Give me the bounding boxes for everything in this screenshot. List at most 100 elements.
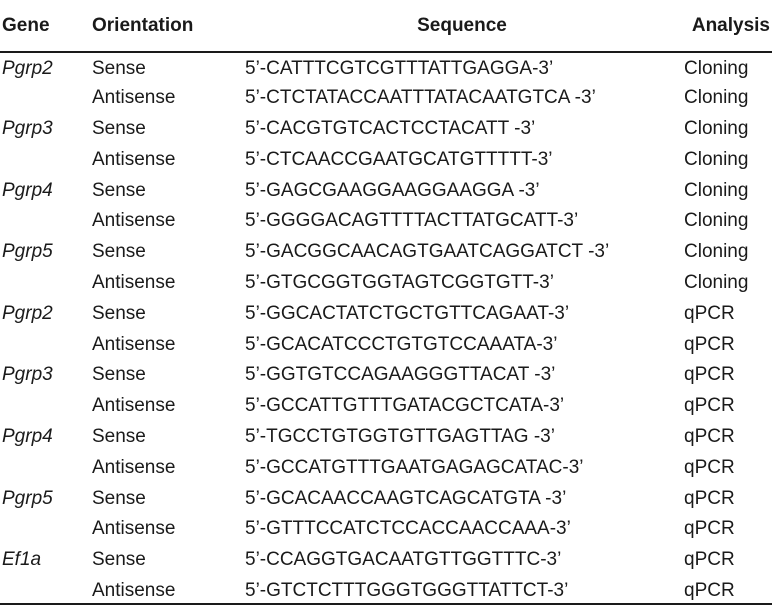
gene-cell bbox=[0, 144, 90, 175]
analysis-cell: qPCR bbox=[684, 456, 735, 478]
analysis-cell: qPCR bbox=[684, 579, 735, 601]
gene-cell: Pgrp4 bbox=[2, 425, 53, 447]
table-row: Pgrp2 Sense 5’-CATTTCGTCGTTTATTGAGGA-3’ Clo… bbox=[0, 52, 772, 83]
orientation-cell: Antisense bbox=[92, 333, 176, 355]
gene-cell: Pgrp2 bbox=[2, 302, 53, 324]
analysis-cell: Cloning bbox=[684, 148, 749, 170]
bottom-rule bbox=[0, 603, 772, 605]
table-row: Antisense 5’-CTCTATACCAATTTATACAATGTCA -3… bbox=[0, 83, 772, 114]
table-row: Ef1a Sense 5’-CCAGGTGACAATGTTGGTTTC-3’ qPCR bbox=[0, 545, 772, 576]
header-sequence: Sequence bbox=[242, 0, 682, 53]
sequence-cell: 5’-CTCTATACCAATTTATACAATGTCA -3’ bbox=[245, 87, 596, 109]
table-row: Pgrp3 Sense 5’-GGTGTCCAGAAGGGTTACAT -3’ qPC… bbox=[0, 360, 772, 391]
gene-cell: Ef1a bbox=[2, 549, 42, 571]
analysis-cell: qPCR bbox=[684, 364, 735, 386]
sequence-cell: 5’-GCACAACCAAGTCAGCATGTA -3’ bbox=[245, 487, 567, 509]
orientation-cell: Sense bbox=[92, 179, 146, 201]
sequence-cell: 5’-GAGCGAAGGAAGGAAGGA -3’ bbox=[245, 179, 540, 201]
sequence-cell: 5’-TGCCTGTGGTGTTGAGTTAG -3’ bbox=[245, 425, 555, 447]
orientation-cell: Sense bbox=[92, 364, 146, 386]
gene-cell: Pgrp5 bbox=[2, 487, 53, 509]
orientation-cell: Antisense bbox=[92, 579, 176, 601]
orientation-cell: Sense bbox=[92, 117, 146, 139]
table-row: Antisense 5’-GCCATGTTTGAATGAGAGCATAC-3’ qP… bbox=[0, 452, 772, 483]
analysis-cell: qPCR bbox=[684, 302, 735, 324]
gene-cell bbox=[0, 576, 90, 606]
orientation-cell: Sense bbox=[92, 58, 146, 80]
analysis-cell: qPCR bbox=[684, 333, 735, 355]
sequence-cell: 5’-GGTGTCCAGAAGGGTTACAT -3’ bbox=[245, 364, 556, 386]
table-row: Pgrp3 Sense 5’-CACGTGTCACTCCTACATT -3’ Clon… bbox=[0, 114, 772, 145]
sequence-cell: 5’-CCAGGTGACAATGTTGGTTTC-3’ bbox=[245, 549, 562, 571]
sequence-cell: 5’-GCACATCCCTGTGTCCAAATA-3’ bbox=[245, 333, 558, 355]
table-row: Antisense 5’-GTTTCCATCTCCACCAACCAAA-3’ qPC… bbox=[0, 514, 772, 545]
table-row: Antisense 5’-GCACATCCCTGTGTCCAAATA-3’ qPCR bbox=[0, 329, 772, 360]
analysis-cell: qPCR bbox=[684, 487, 735, 509]
sequence-cell: 5’-GCCATTGTTTGATACGCTCATA-3’ bbox=[245, 395, 565, 417]
sequence-cell: 5’-CTCAACCGAATGCATGTTTTT-3’ bbox=[245, 148, 553, 170]
table-row: Pgrp4 Sense 5’-GAGCGAAGGAAGGAAGGA -3’ Cloni… bbox=[0, 175, 772, 206]
orientation-cell: Sense bbox=[92, 241, 146, 263]
sequence-cell: 5’-GACGGCAACAGTGAATCAGGATCT -3’ bbox=[245, 241, 610, 263]
orientation-cell: Antisense bbox=[92, 87, 176, 109]
gene-cell bbox=[0, 329, 90, 360]
sequence-cell: 5’-CATTTCGTCGTTTATTGAGGA-3’ bbox=[245, 58, 554, 80]
orientation-cell: Antisense bbox=[92, 210, 176, 232]
table-row: Antisense 5’-GGGGACAGTTTTACTTATGCATT-3’ Cl… bbox=[0, 206, 772, 237]
analysis-cell: Cloning bbox=[684, 241, 749, 263]
sequence-cell: 5’-GTGCGGTGGTAGTCGGTGTT-3’ bbox=[245, 271, 554, 293]
analysis-cell: Cloning bbox=[684, 210, 749, 232]
gene-cell: Pgrp2 bbox=[2, 58, 53, 80]
analysis-cell: Cloning bbox=[684, 87, 749, 109]
header-gene: Gene bbox=[0, 0, 90, 53]
orientation-cell: Antisense bbox=[92, 518, 176, 540]
table-row: Pgrp5 Sense 5’-GACGGCAACAGTGAATCAGGATCT -3… bbox=[0, 237, 772, 268]
orientation-cell: Antisense bbox=[92, 456, 176, 478]
orientation-cell: Sense bbox=[92, 302, 146, 324]
gene-cell bbox=[0, 206, 90, 237]
header-orientation: Orientation bbox=[90, 0, 242, 53]
gene-cell: Pgrp4 bbox=[2, 179, 53, 201]
table-header: Gene Orientation Sequence Analysis bbox=[0, 0, 772, 53]
analysis-cell: qPCR bbox=[684, 425, 735, 447]
gene-cell bbox=[0, 514, 90, 545]
gene-cell bbox=[0, 83, 90, 114]
gene-cell: Pgrp3 bbox=[2, 117, 53, 139]
analysis-cell: qPCR bbox=[684, 549, 735, 571]
analysis-cell: Cloning bbox=[684, 58, 749, 80]
table-row: Antisense 5’-GTCTCTTTGGGTGGGTTATTCT-3’ qPC… bbox=[0, 576, 772, 606]
analysis-cell: Cloning bbox=[684, 271, 749, 293]
sequence-cell: 5’-GGCACTATCTGCTGTTCAGAAT-3’ bbox=[245, 302, 570, 324]
analysis-cell: qPCR bbox=[684, 395, 735, 417]
orientation-cell: Antisense bbox=[92, 271, 176, 293]
table-row: Antisense 5’-GTGCGGTGGTAGTCGGTGTT-3’ Cloni… bbox=[0, 268, 772, 299]
gene-cell bbox=[0, 452, 90, 483]
orientation-cell: Sense bbox=[92, 425, 146, 447]
sequence-cell: 5’-CACGTGTCACTCCTACATT -3’ bbox=[245, 117, 536, 139]
sequence-cell: 5’-GTCTCTTTGGGTGGGTTATTCT-3’ bbox=[245, 579, 569, 601]
gene-cell bbox=[0, 268, 90, 299]
table-row: Antisense 5’-GCCATTGTTTGATACGCTCATA-3’ qPC… bbox=[0, 391, 772, 422]
table-row: Antisense 5’-CTCAACCGAATGCATGTTTTT-3’ Clon… bbox=[0, 144, 772, 175]
orientation-cell: Antisense bbox=[92, 395, 176, 417]
gene-cell: Pgrp3 bbox=[2, 364, 53, 386]
gene-cell bbox=[0, 391, 90, 422]
table-row: Pgrp4 Sense 5’-TGCCTGTGGTGTTGAGTTAG -3’ qPC… bbox=[0, 422, 772, 453]
sequence-cell: 5’-GCCATGTTTGAATGAGAGCATAC-3’ bbox=[245, 456, 584, 478]
gene-cell: Pgrp5 bbox=[2, 241, 53, 263]
header-analysis: Analysis bbox=[682, 0, 772, 53]
table-row: Pgrp2 Sense 5’-GGCACTATCTGCTGTTCAGAAT-3’ qP… bbox=[0, 298, 772, 329]
sequence-cell: 5’-GGGGACAGTTTTACTTATGCATT-3’ bbox=[245, 210, 579, 232]
sequence-cell: 5’-GTTTCCATCTCCACCAACCAAA-3’ bbox=[245, 518, 571, 540]
analysis-cell: Cloning bbox=[684, 117, 749, 139]
orientation-cell: Sense bbox=[92, 487, 146, 509]
analysis-cell: Cloning bbox=[684, 179, 749, 201]
orientation-cell: Antisense bbox=[92, 148, 176, 170]
orientation-cell: Sense bbox=[92, 549, 146, 571]
table-row: Pgrp5 Sense 5’-GCACAACCAAGTCAGCATGTA -3’ qP… bbox=[0, 483, 772, 514]
header-row: Gene Orientation Sequence Analysis bbox=[0, 0, 772, 53]
analysis-cell: qPCR bbox=[684, 518, 735, 540]
